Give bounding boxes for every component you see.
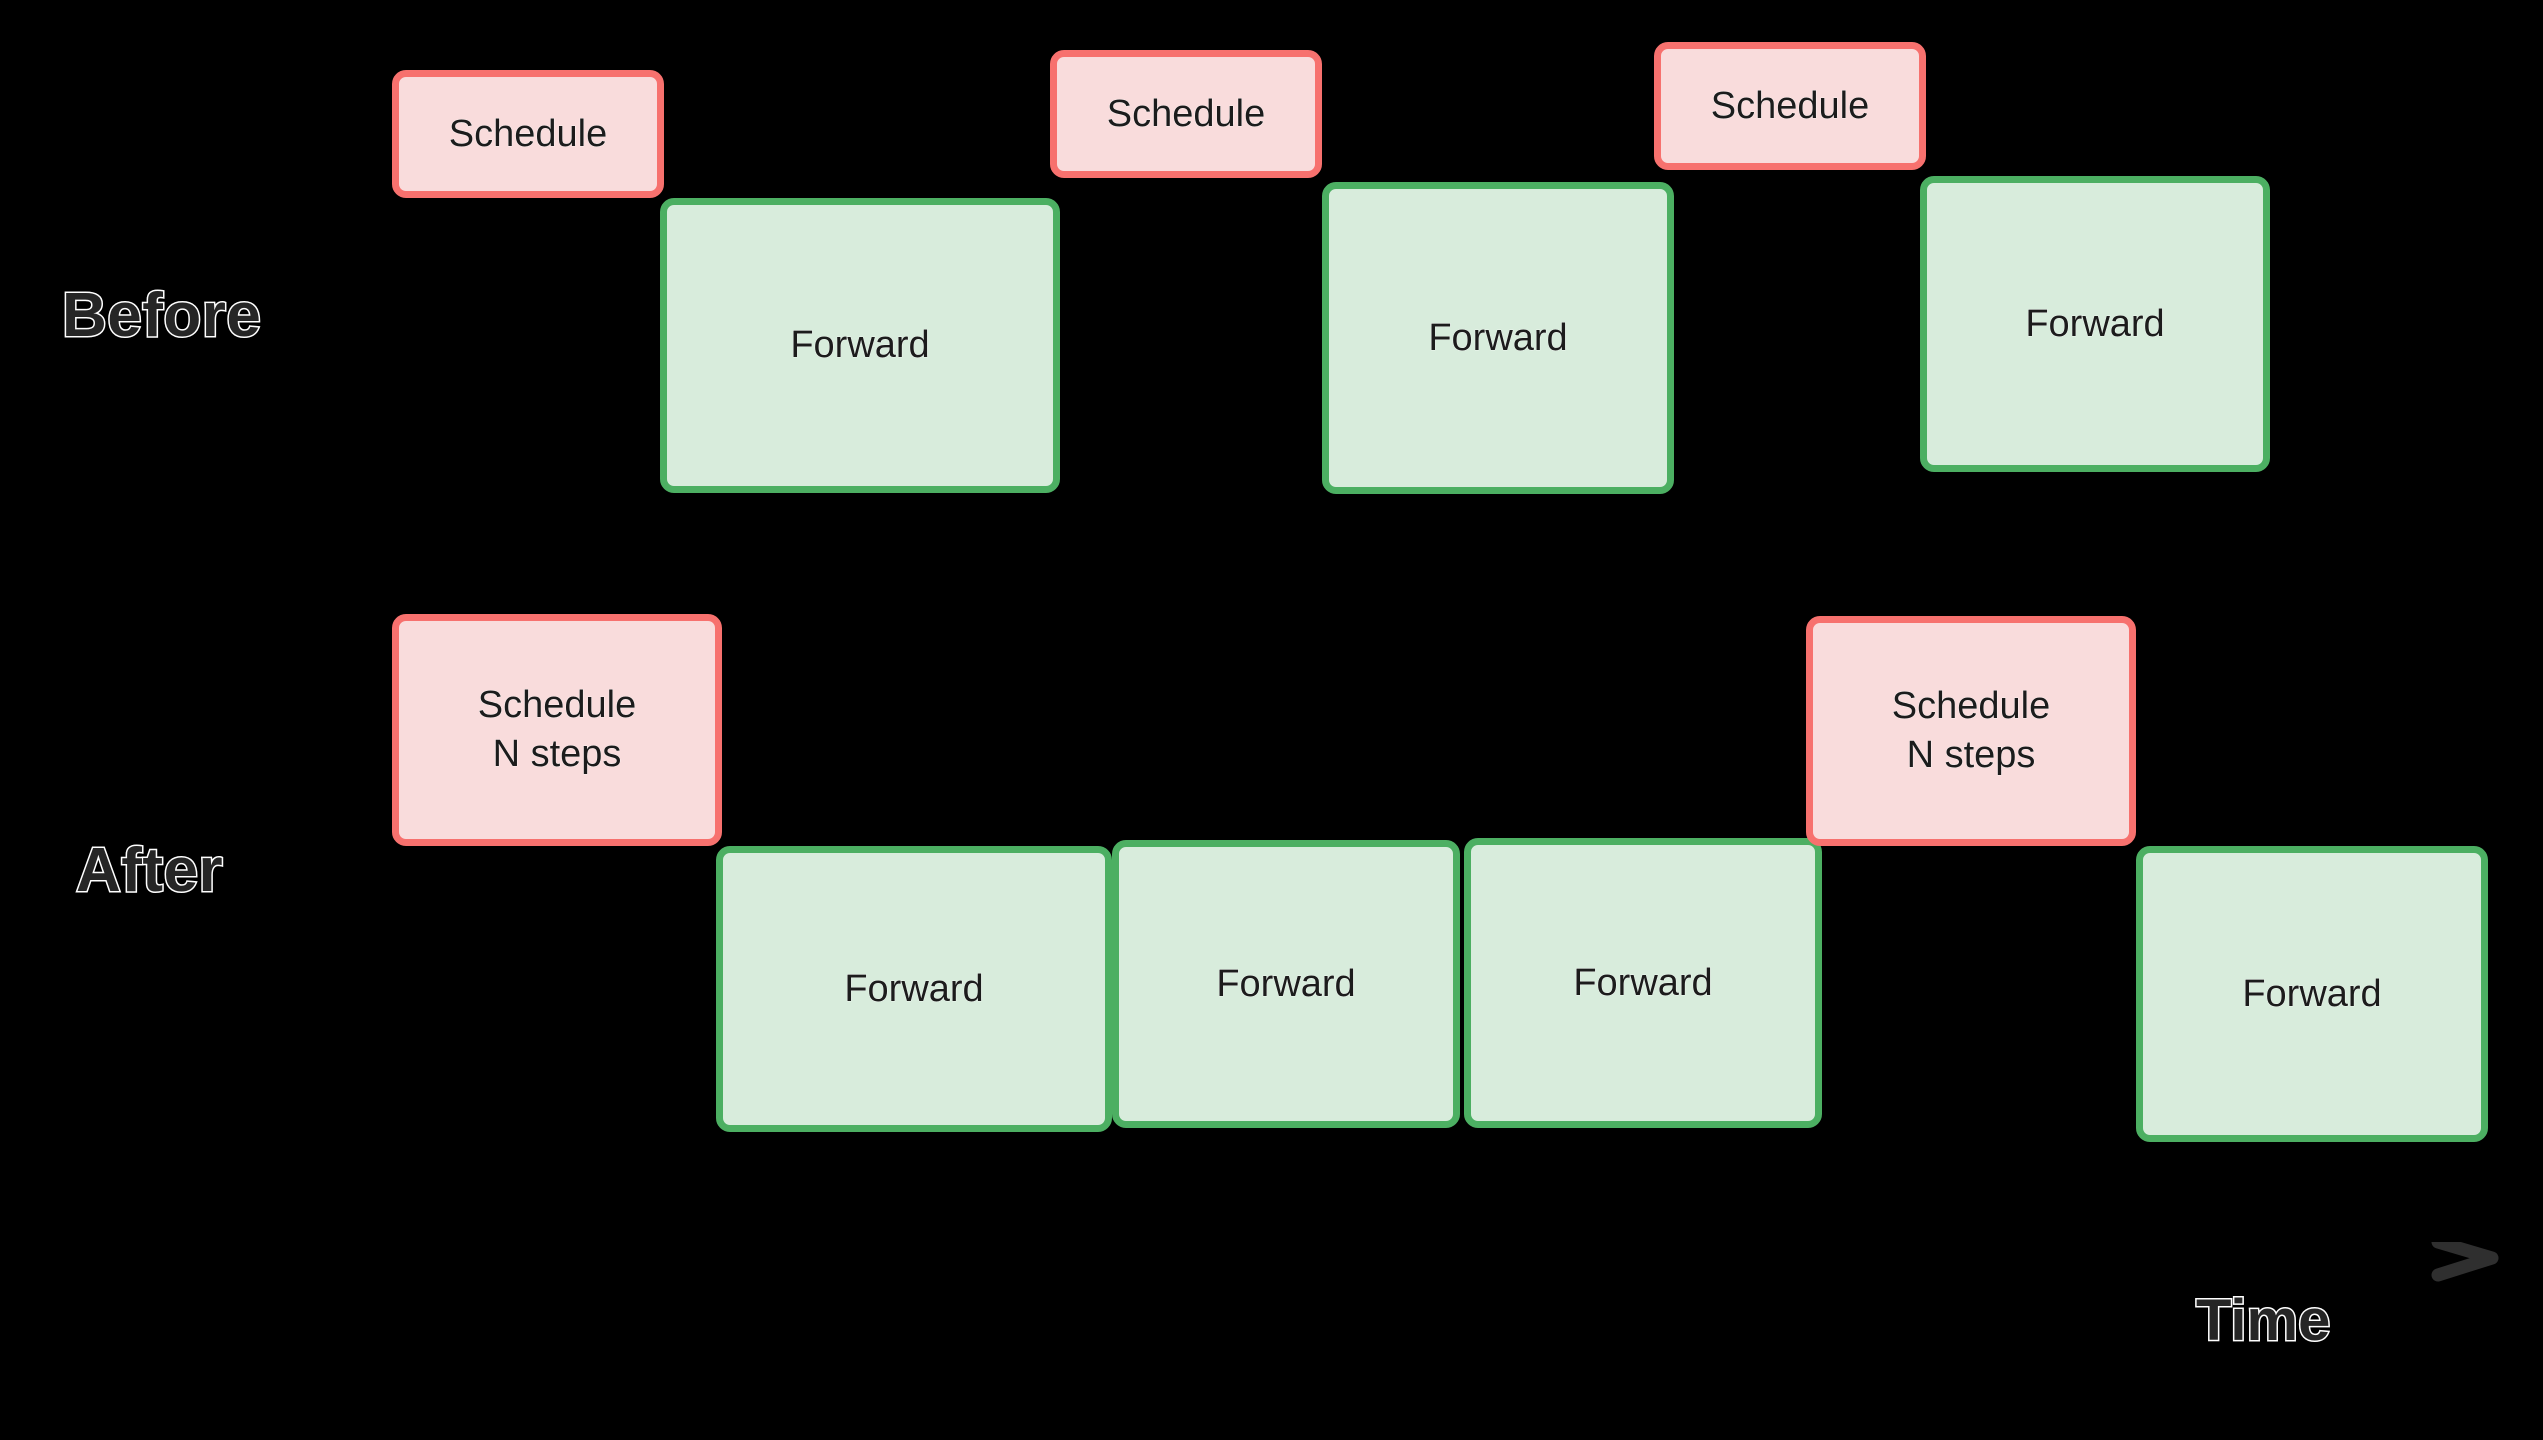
forward-node[interactable]: Forward	[1920, 176, 2270, 472]
schedule-node[interactable]: Schedule	[1654, 42, 1926, 170]
schedule-node-label: Schedule	[1710, 84, 1870, 127]
forward-node-label: Forward	[2242, 972, 2382, 1015]
forward-node[interactable]: Forward	[660, 198, 1060, 493]
forward-node-label: Forward	[1216, 962, 1356, 1005]
forward-node[interactable]: Forward	[716, 846, 1112, 1132]
time-axis-arrow	[380, 1242, 2499, 1282]
schedule-node-label: Schedule	[448, 112, 608, 155]
schedule-node-label: Schedule	[1106, 92, 1266, 135]
forward-node-label: Forward	[2025, 302, 2165, 345]
forward-node-label: Forward	[844, 967, 984, 1010]
forward-node[interactable]: Forward	[1464, 838, 1822, 1128]
row-label-after: After	[74, 836, 224, 905]
forward-node[interactable]: Forward	[1112, 840, 1460, 1128]
time-axis-label: Time	[2194, 1288, 2331, 1353]
row-label-before: Before	[60, 281, 262, 350]
forward-node-label: Forward	[1428, 316, 1568, 359]
forward-node[interactable]: Forward	[2136, 846, 2488, 1142]
schedule-node[interactable]: Schedule	[1050, 50, 1322, 178]
forward-node-label: Forward	[1573, 961, 1713, 1004]
forward-node-label: Forward	[790, 324, 930, 367]
forward-node[interactable]: Forward	[1322, 182, 1674, 494]
schedule-node[interactable]: Schedule	[392, 70, 664, 198]
